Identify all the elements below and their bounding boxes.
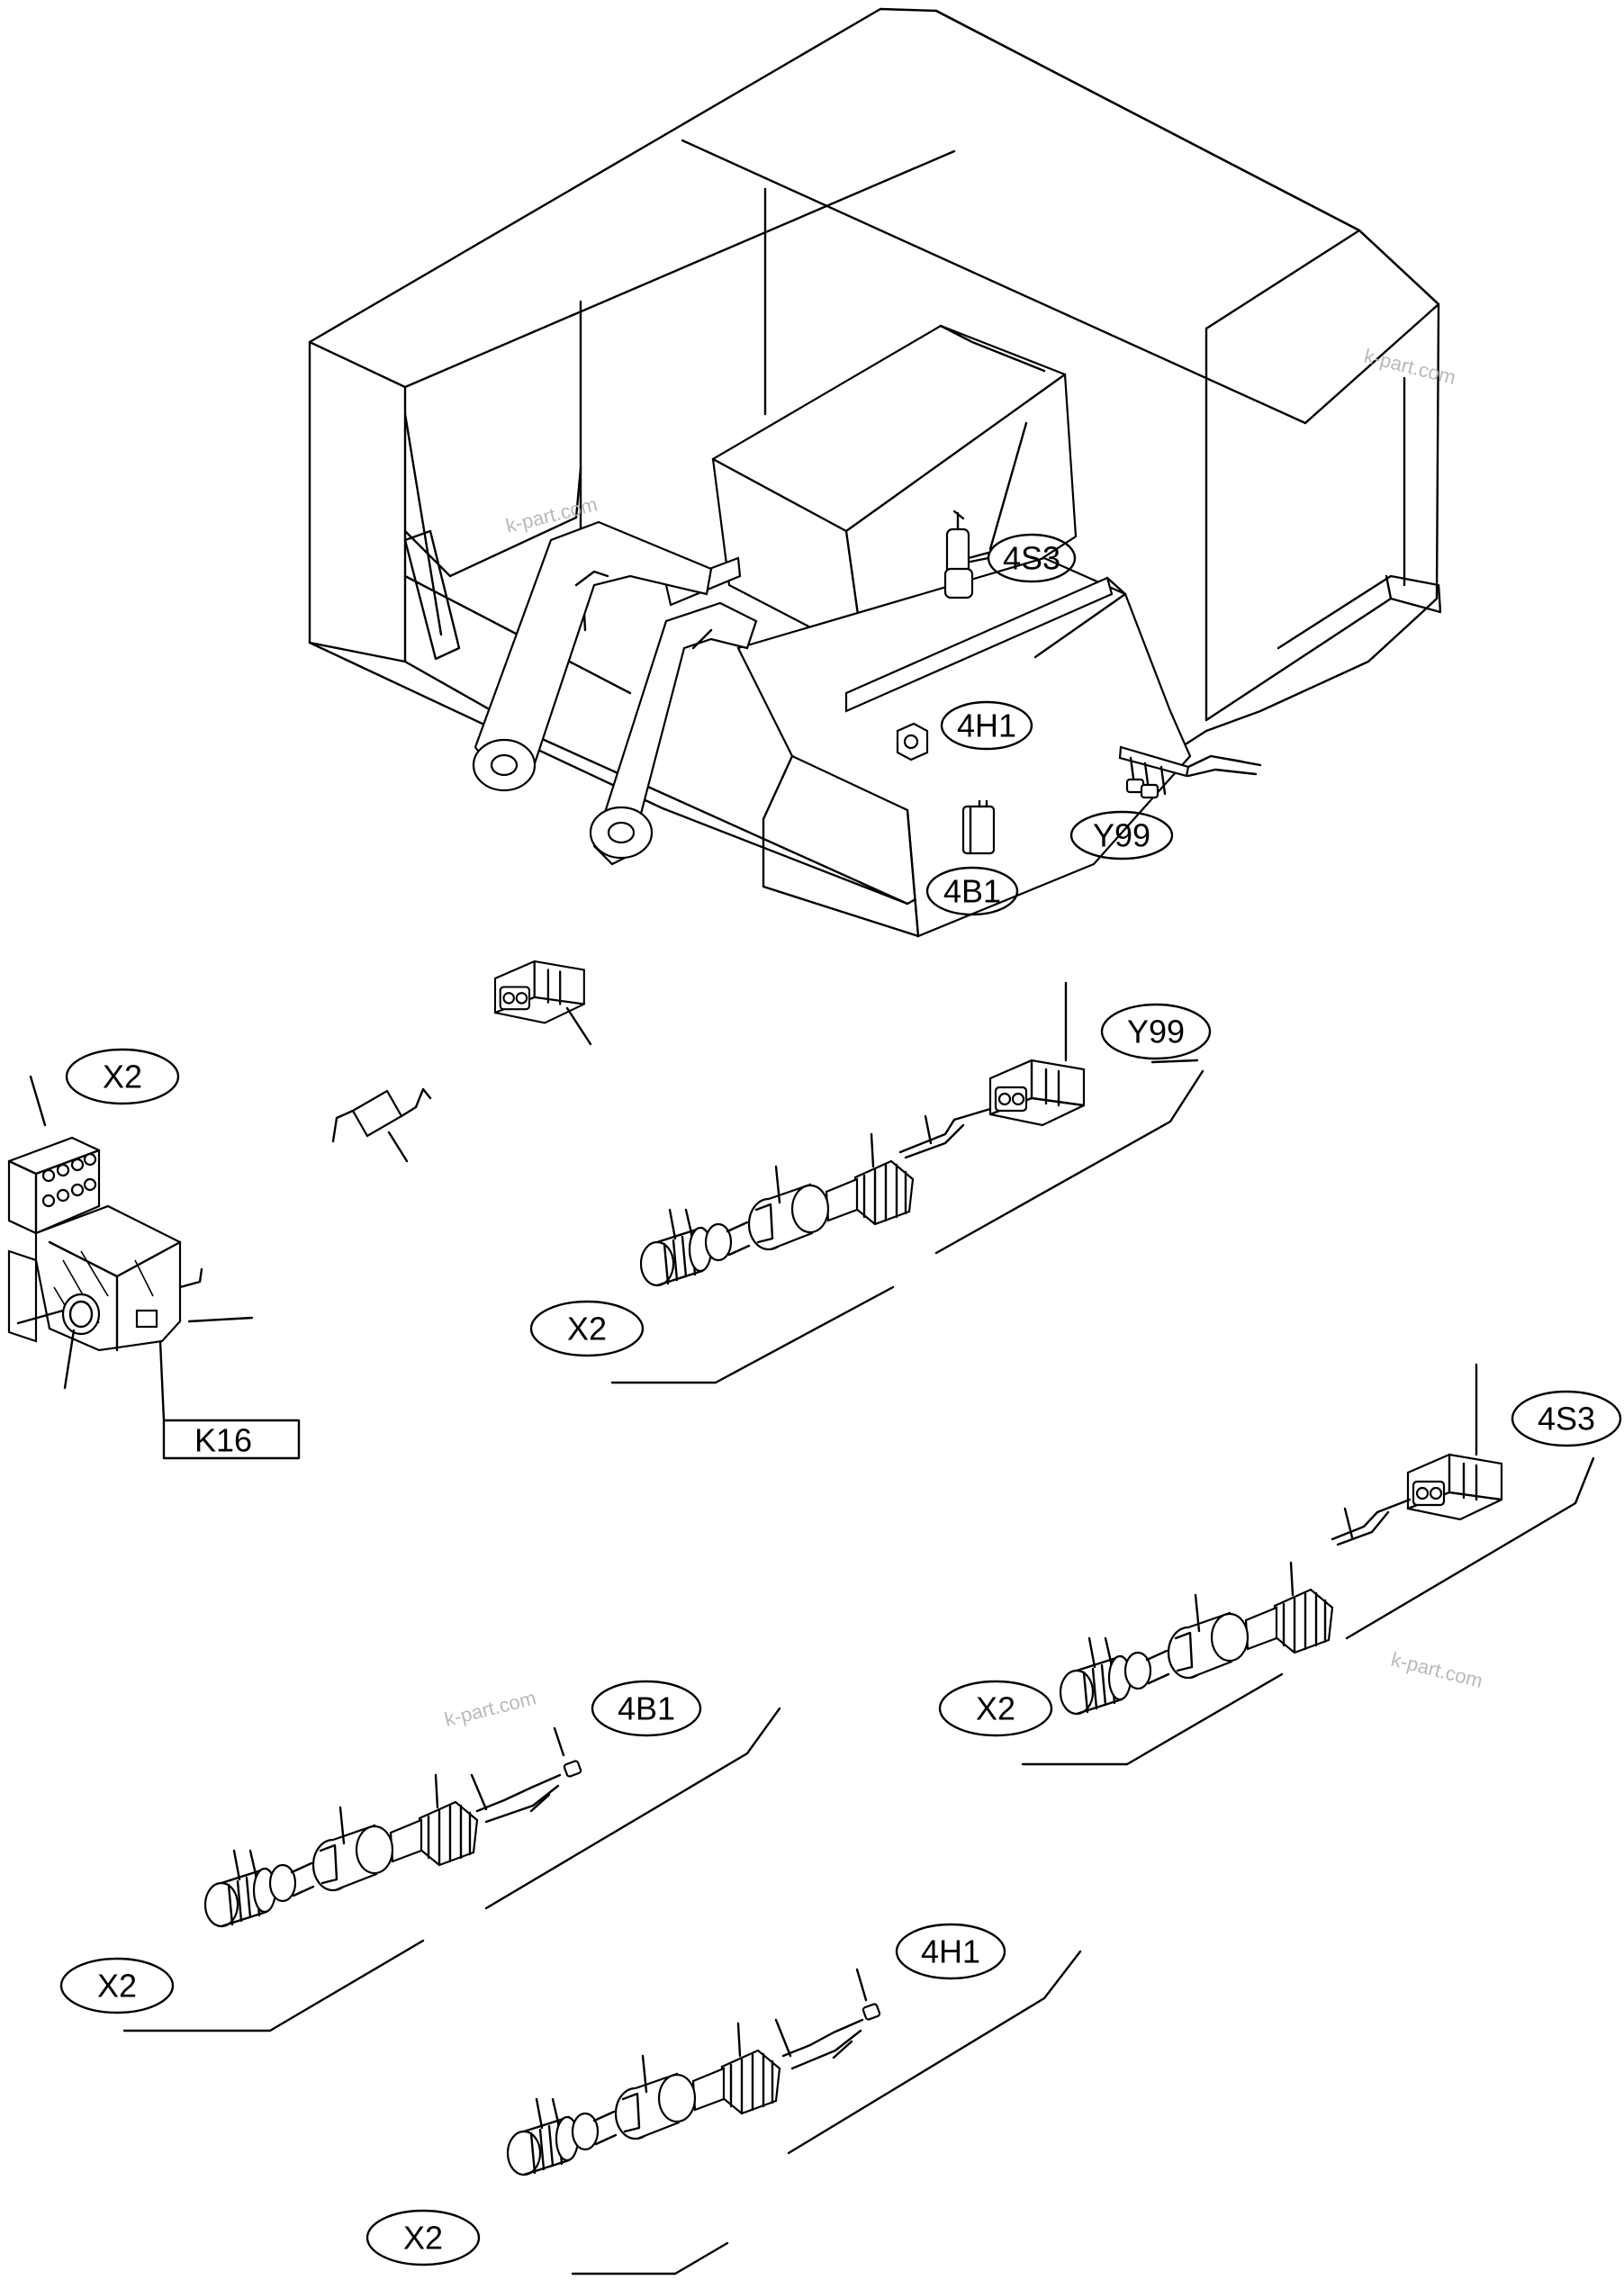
svg-text:Y99: Y99: [1093, 817, 1150, 854]
label-k16: K16: [162, 1419, 301, 1460]
svg-text:4H1: 4H1: [957, 707, 1016, 744]
label-4s3-main: 4S3: [969, 533, 1077, 583]
lamp-4h1-part: [896, 722, 929, 762]
switch-4s3-part: [943, 509, 990, 599]
svg-text:X2: X2: [97, 1968, 137, 2005]
sensor-4b1-part: [961, 799, 996, 855]
subassembly-4b1: [122, 1707, 781, 2032]
svg-text:X2: X2: [403, 2220, 443, 2257]
subassembly-4s3: [1021, 1363, 1595, 1766]
label-4b1-sub: 4B1: [591, 1680, 702, 1737]
svg-text:X2: X2: [976, 1690, 1015, 1727]
svg-text:4S3: 4S3: [1538, 1401, 1595, 1437]
label-x2-4b1: X2: [59, 1957, 175, 2014]
svg-text:X2: X2: [103, 1059, 142, 1095]
subassembly-y99: [610, 981, 1204, 1384]
relay-k16: [7, 1075, 254, 1422]
lift-arms: [472, 520, 758, 866]
valve-y99-part: [1118, 745, 1262, 799]
label-4s3-sub: 4S3: [1511, 1390, 1622, 1447]
label-4b1-main: 4B1: [925, 866, 1019, 916]
label-4h1-main: 4H1: [940, 700, 1033, 751]
watermark-3: k-part.com: [1389, 1648, 1485, 1692]
label-x2-relay: X2: [65, 1048, 180, 1105]
svg-text:4S3: 4S3: [1003, 540, 1060, 577]
central-housing: [664, 324, 1192, 938]
resistor-part: [331, 1087, 432, 1163]
label-4h1-sub: 4H1: [895, 1923, 1006, 1980]
label-y99-main: Y99: [1069, 810, 1174, 861]
label-x2-4h1: X2: [365, 2209, 481, 2266]
watermark-4: k-part.com: [442, 1686, 538, 1730]
subassembly-4h1: [506, 1950, 1082, 2275]
svg-text:4B1: 4B1: [943, 873, 1001, 910]
svg-text:Y99: Y99: [1127, 1014, 1185, 1050]
label-x2-4s3: X2: [938, 1680, 1053, 1737]
svg-text:X2: X2: [567, 1311, 607, 1347]
loose-connector: [493, 960, 592, 1046]
label-x2-y99: X2: [529, 1300, 645, 1357]
label-y99-sub: Y99: [1100, 1003, 1212, 1064]
svg-text:4B1: 4B1: [618, 1690, 675, 1727]
watermark-1: k-part.com: [1362, 345, 1458, 389]
svg-text:4H1: 4H1: [921, 1933, 980, 1970]
svg-text:K16: K16: [194, 1422, 252, 1459]
